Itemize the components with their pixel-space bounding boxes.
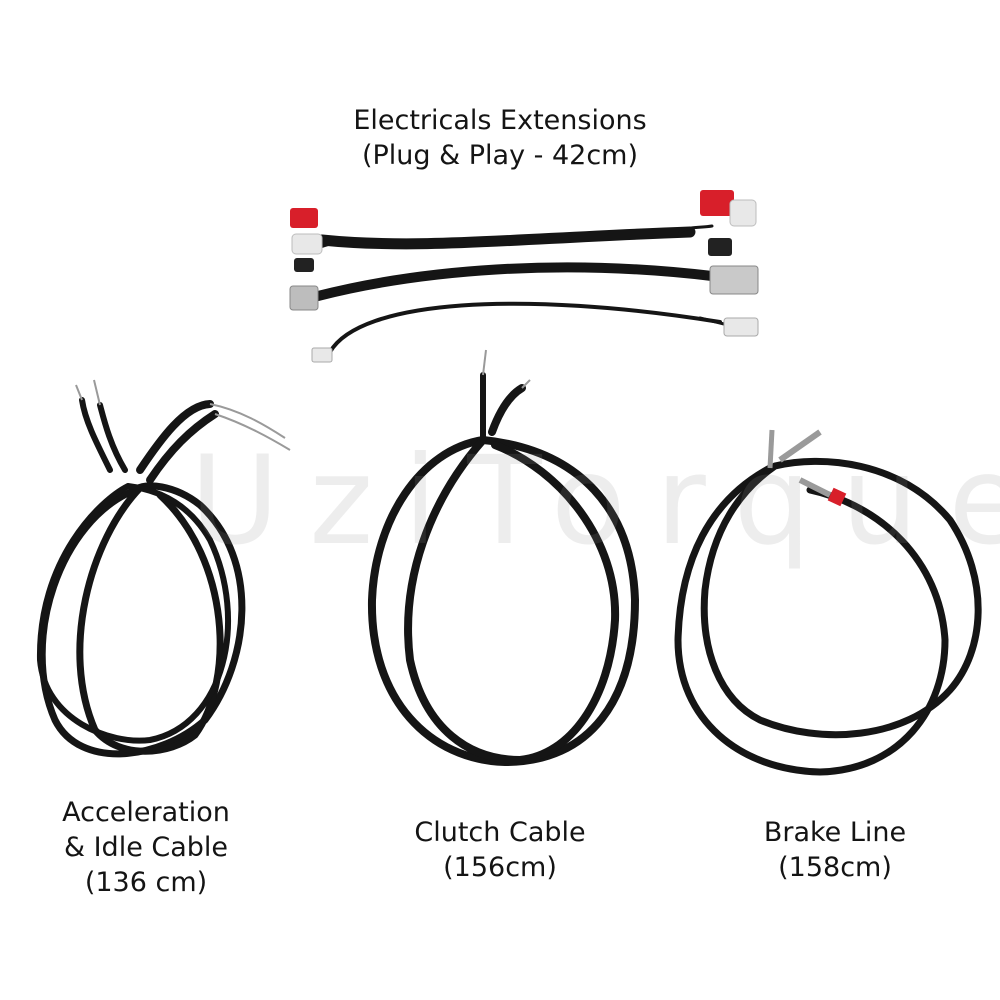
white-connector: [729, 199, 757, 227]
label-line: (Plug & Play - 42cm): [361, 140, 639, 171]
red-collar: [827, 487, 847, 507]
red-connector: [290, 208, 318, 228]
clutch-cable: [367, 349, 639, 766]
watermark: UziTorque: [190, 430, 1000, 572]
white-connector: [723, 317, 759, 337]
clutch-cable-label: Clutch Cable (156cm): [414, 815, 585, 885]
electrical-extensions-label: Electricals Extensions (Plug & Play - 42…: [353, 103, 646, 173]
white-connector: [291, 233, 323, 255]
label-line: & Idle Cable: [63, 832, 229, 863]
label-line: Clutch Cable: [414, 817, 586, 848]
label-line: Brake Line: [763, 817, 907, 848]
red-connector: [700, 190, 734, 216]
black-connector: [708, 238, 732, 256]
acceleration-idle-cable: [36, 379, 291, 758]
brake-line: [674, 429, 982, 776]
black-connector: [294, 258, 314, 272]
electrical-extension-harness: [289, 190, 759, 363]
label-line: Electricals Extensions: [353, 105, 647, 136]
acceleration-idle-cable-label: Acceleration & Idle Cable (136 cm): [62, 795, 230, 900]
grey-connector: [709, 265, 759, 295]
grey-connector: [289, 285, 319, 311]
brake-line-label: Brake Line (158cm): [764, 815, 906, 885]
label-line: Acceleration: [62, 797, 230, 828]
label-line: (158cm): [778, 852, 892, 883]
label-line: (156cm): [443, 852, 557, 883]
white-connector: [311, 347, 333, 363]
label-line: (136 cm): [84, 867, 208, 898]
